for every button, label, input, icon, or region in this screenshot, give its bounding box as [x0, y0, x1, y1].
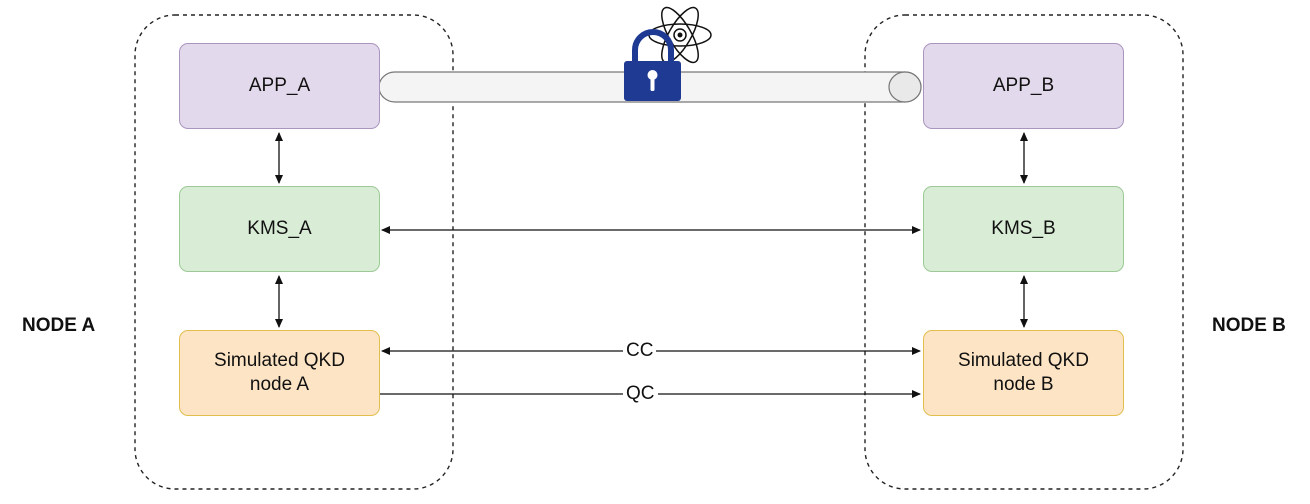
app-b-box: APP_B: [923, 43, 1124, 129]
app-a-label: APP_A: [248, 75, 311, 96]
kms-b-label: KMS_B: [991, 218, 1056, 239]
padlock-icon: [624, 29, 681, 101]
qkd-a-label-line1: Simulated QKD: [214, 350, 345, 371]
qkd-b-box: Simulated QKD node B: [923, 330, 1124, 416]
qkd-b-label-line1: Simulated QKD: [958, 350, 1089, 371]
app-b-label: APP_B: [992, 75, 1055, 96]
app-a-box: APP_A: [179, 43, 380, 129]
kms-a-box: KMS_A: [179, 186, 380, 272]
kms-a-label: KMS_A: [247, 218, 312, 239]
node-a-label: NODE A: [22, 315, 96, 336]
cc-label: CC: [623, 341, 657, 361]
qkd-a-label-line2: node A: [249, 374, 310, 395]
kms-b-box: KMS_B: [923, 186, 1124, 272]
qkd-a-box: Simulated QKD node A: [179, 330, 380, 416]
qkd-b-label-line2: node B: [993, 374, 1054, 395]
node-b-container: [864, 14, 1184, 490]
node-b-label: NODE B: [1212, 315, 1286, 336]
qc-label: QC: [623, 384, 658, 404]
node-a-container: [134, 14, 454, 490]
